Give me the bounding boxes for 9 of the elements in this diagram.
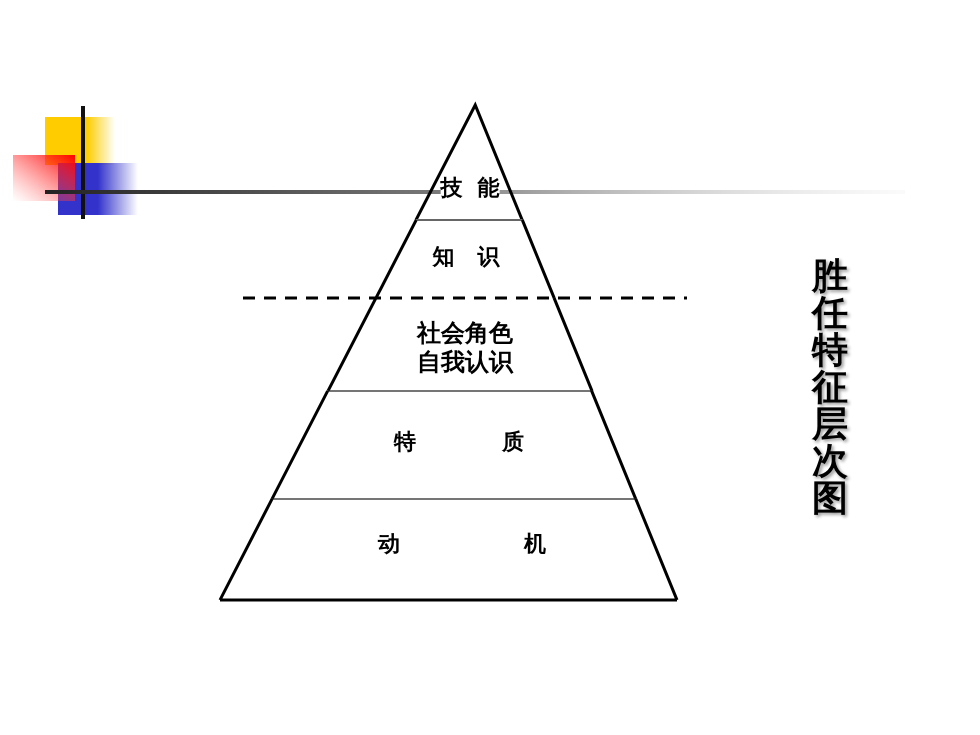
- pyramid-layer: [269, 388, 639, 502]
- pyramid-layer: [324, 295, 595, 394]
- pyramid-layer: [217, 496, 680, 603]
- diagram-title: 胜任特征层次图: [811, 258, 849, 517]
- pyramid-layer: [372, 217, 557, 301]
- layer-label: 知 识: [432, 245, 500, 271]
- layer-label: 自我认识: [416, 349, 513, 375]
- layer-label: 社会角色: [416, 320, 513, 346]
- pyramid-layer: [412, 102, 525, 223]
